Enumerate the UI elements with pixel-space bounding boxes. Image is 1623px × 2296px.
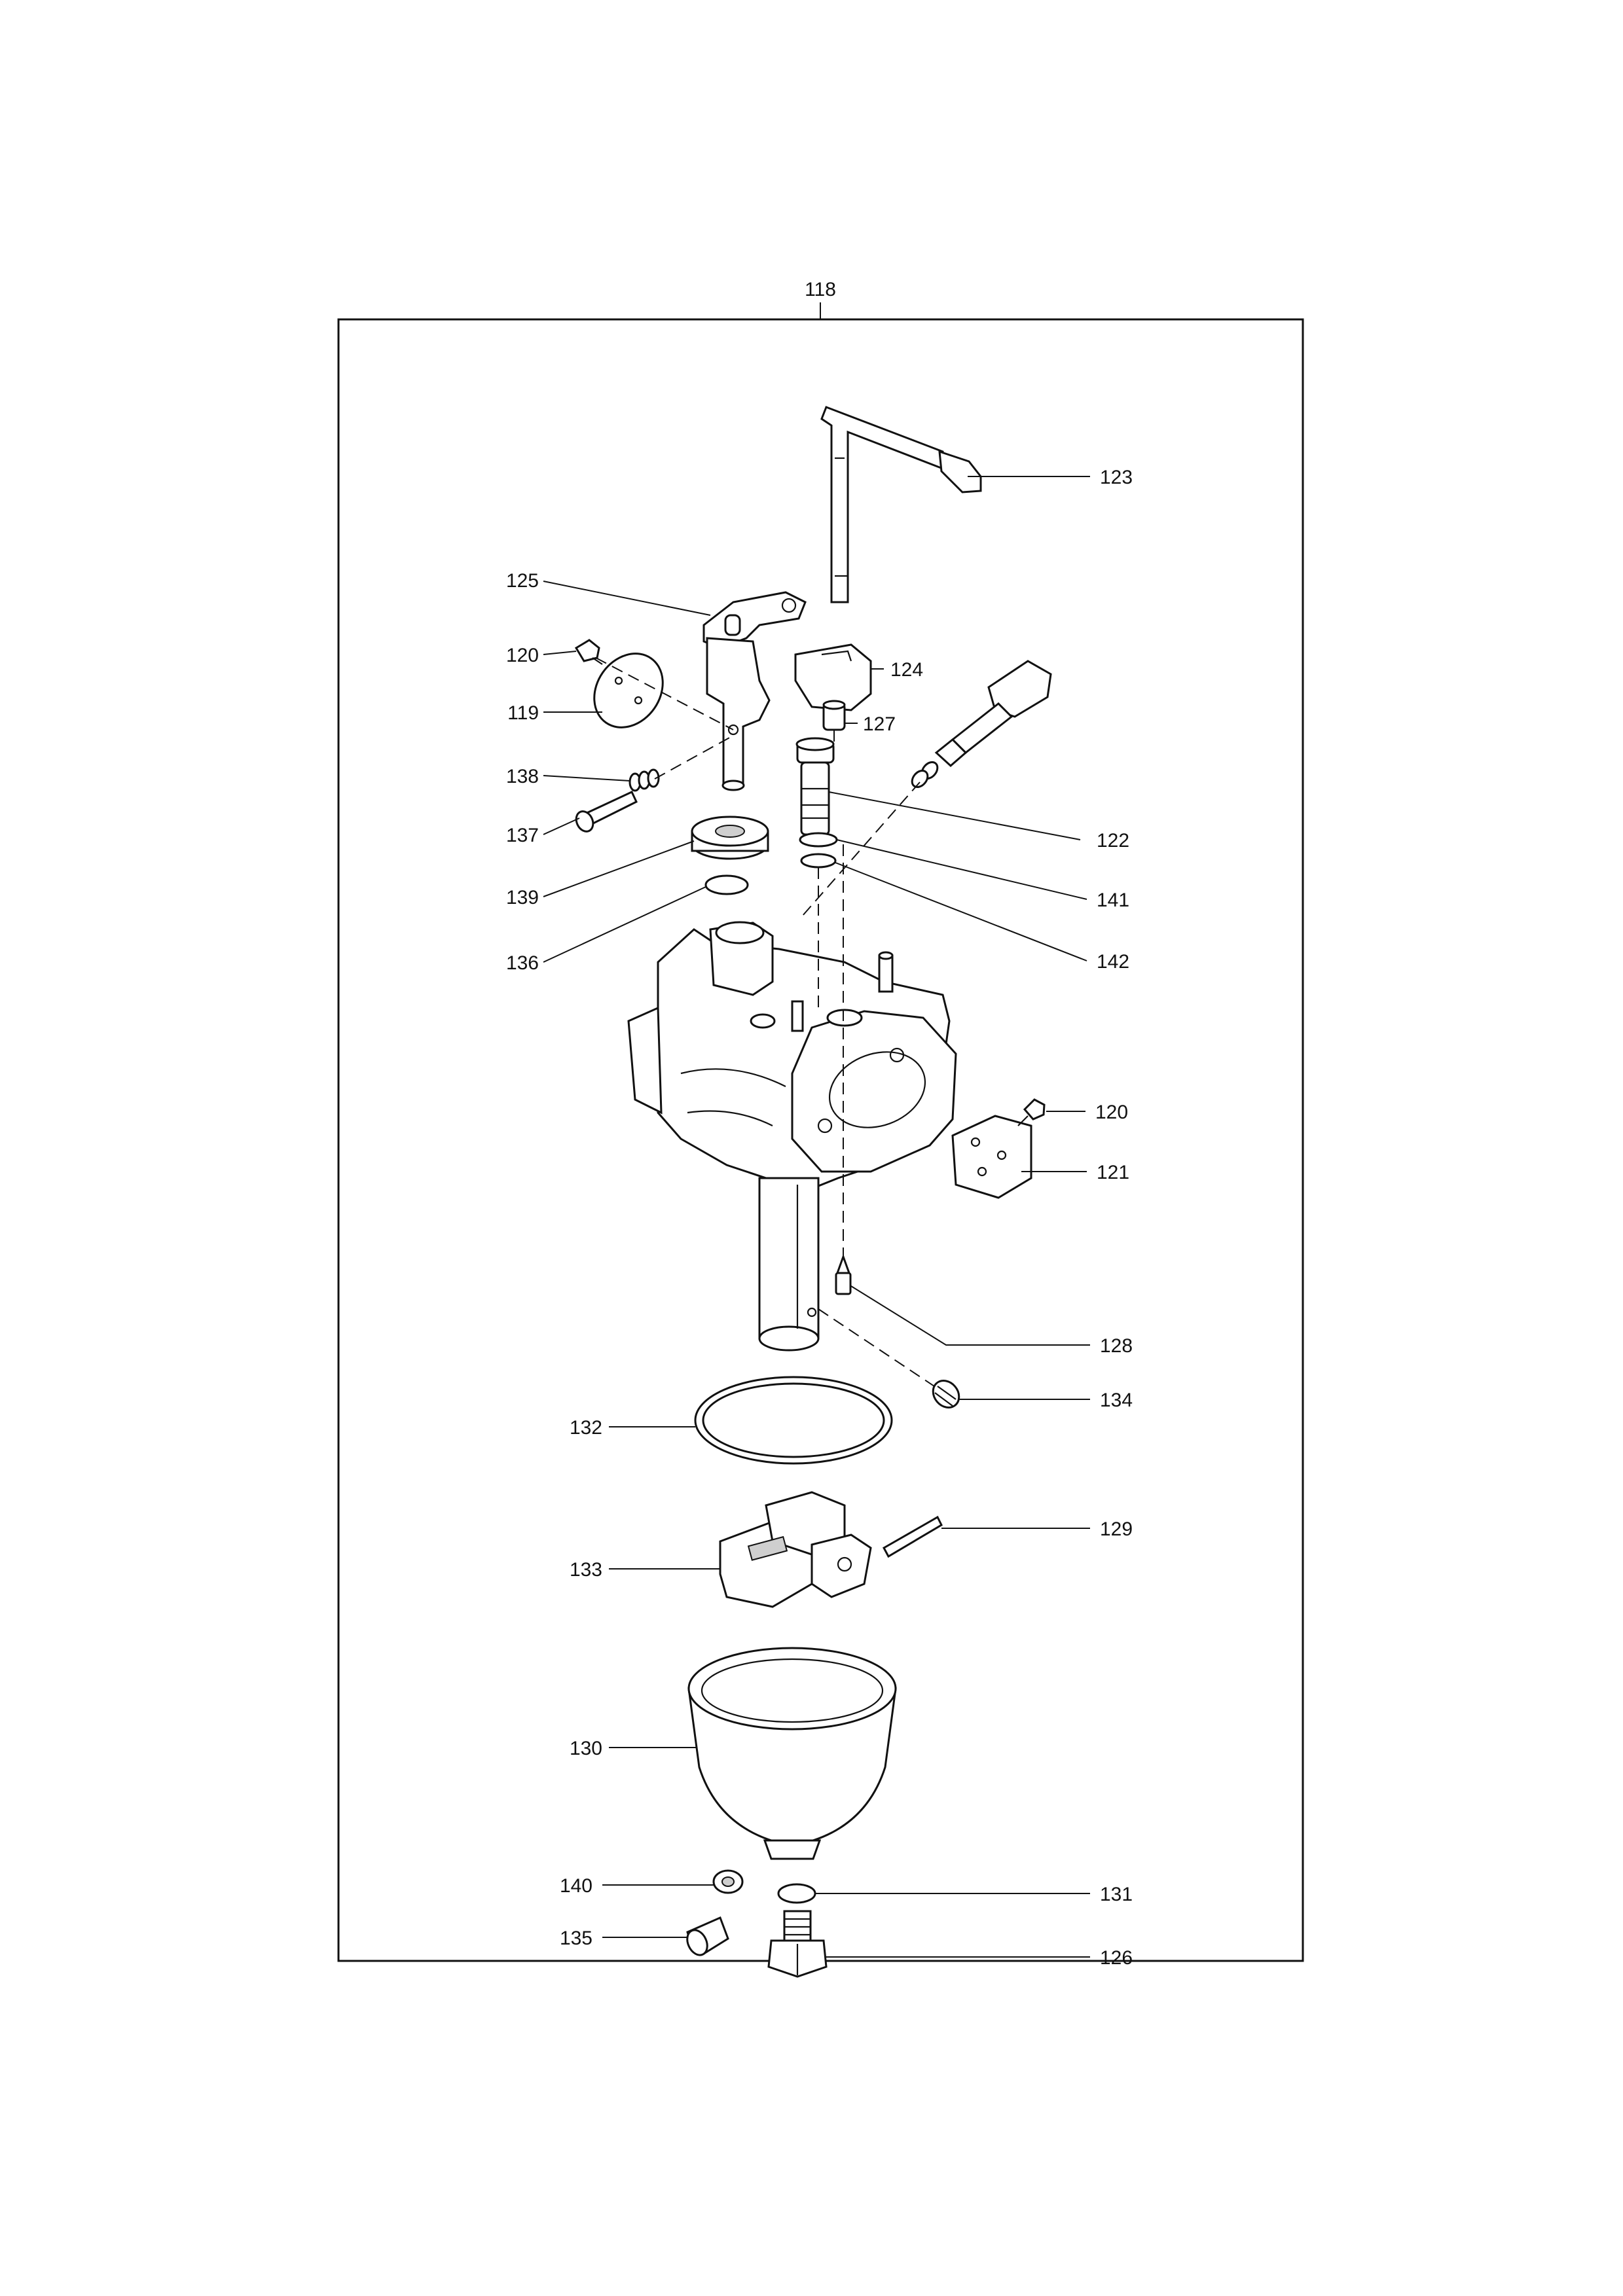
- callout-120-lower: 120: [1095, 1102, 1128, 1123]
- part-132-gasket: [694, 1376, 893, 1465]
- callout-140: 140: [560, 1875, 593, 1897]
- part-128-needle: [835, 1253, 852, 1295]
- callout-128: 128: [1100, 1335, 1133, 1357]
- part-120-screw-lower: [1017, 1098, 1046, 1126]
- callout-135: 135: [560, 1928, 593, 1949]
- callout-121: 121: [1097, 1162, 1129, 1183]
- assembly-axes: [595, 657, 937, 1388]
- assembly-label: 118: [805, 279, 836, 300]
- part-126-bowl-nut: [767, 1910, 828, 1978]
- part-142-o-ring: [800, 853, 837, 869]
- part-129-pin: [882, 1515, 943, 1558]
- part-137-screw: [575, 791, 638, 833]
- part-139-bushing: [691, 816, 769, 860]
- callout-138: 138: [506, 766, 539, 787]
- callout-124: 124: [890, 659, 923, 681]
- callout-132: 132: [570, 1417, 602, 1439]
- callout-130: 130: [570, 1738, 602, 1759]
- part-138-spring: [629, 768, 660, 792]
- part-135-drain-screw: [686, 1916, 729, 1956]
- part-125-throttle-shaft: [702, 591, 807, 791]
- callout-127: 127: [863, 713, 896, 735]
- callout-134: 134: [1100, 1390, 1133, 1411]
- part-122-jet-holder: [795, 737, 835, 836]
- part-141-o-ring: [799, 832, 838, 848]
- callout-142: 142: [1097, 951, 1129, 973]
- callout-119: 119: [507, 702, 539, 724]
- callout-120-upper: 120: [506, 645, 539, 666]
- part-127-cap: [822, 700, 846, 731]
- part-140-washer: [712, 1869, 744, 1894]
- part-130-float-bowl: [687, 1647, 897, 1860]
- part-123-choke-rod: [820, 406, 982, 603]
- callout-129: 129: [1100, 1518, 1133, 1540]
- part-119-throttle-plate: [593, 653, 664, 728]
- part-121-choke-plate: [951, 1115, 1032, 1199]
- part-133-float: [719, 1491, 872, 1608]
- part-idle-screw-assembly: [911, 660, 1052, 789]
- callout-141: 141: [1097, 889, 1129, 911]
- callout-126: 126: [1100, 1947, 1133, 1969]
- part-134-screw: [932, 1380, 960, 1408]
- carburetor-body: [627, 921, 957, 1352]
- callout-137: 137: [506, 825, 539, 846]
- callout-122: 122: [1097, 830, 1129, 852]
- callout-131: 131: [1100, 1884, 1133, 1905]
- callout-136: 136: [506, 952, 539, 974]
- callout-133: 133: [570, 1559, 602, 1581]
- part-136-o-ring: [704, 874, 749, 895]
- part-120-screw-upper: [574, 639, 603, 665]
- callout-139: 139: [506, 887, 539, 908]
- callout-123: 123: [1100, 467, 1133, 488]
- part-124-piece: [794, 643, 872, 711]
- part-131-washer: [777, 1883, 816, 1904]
- leader-lines: [543, 476, 1090, 1958]
- callout-125: 125: [506, 570, 539, 592]
